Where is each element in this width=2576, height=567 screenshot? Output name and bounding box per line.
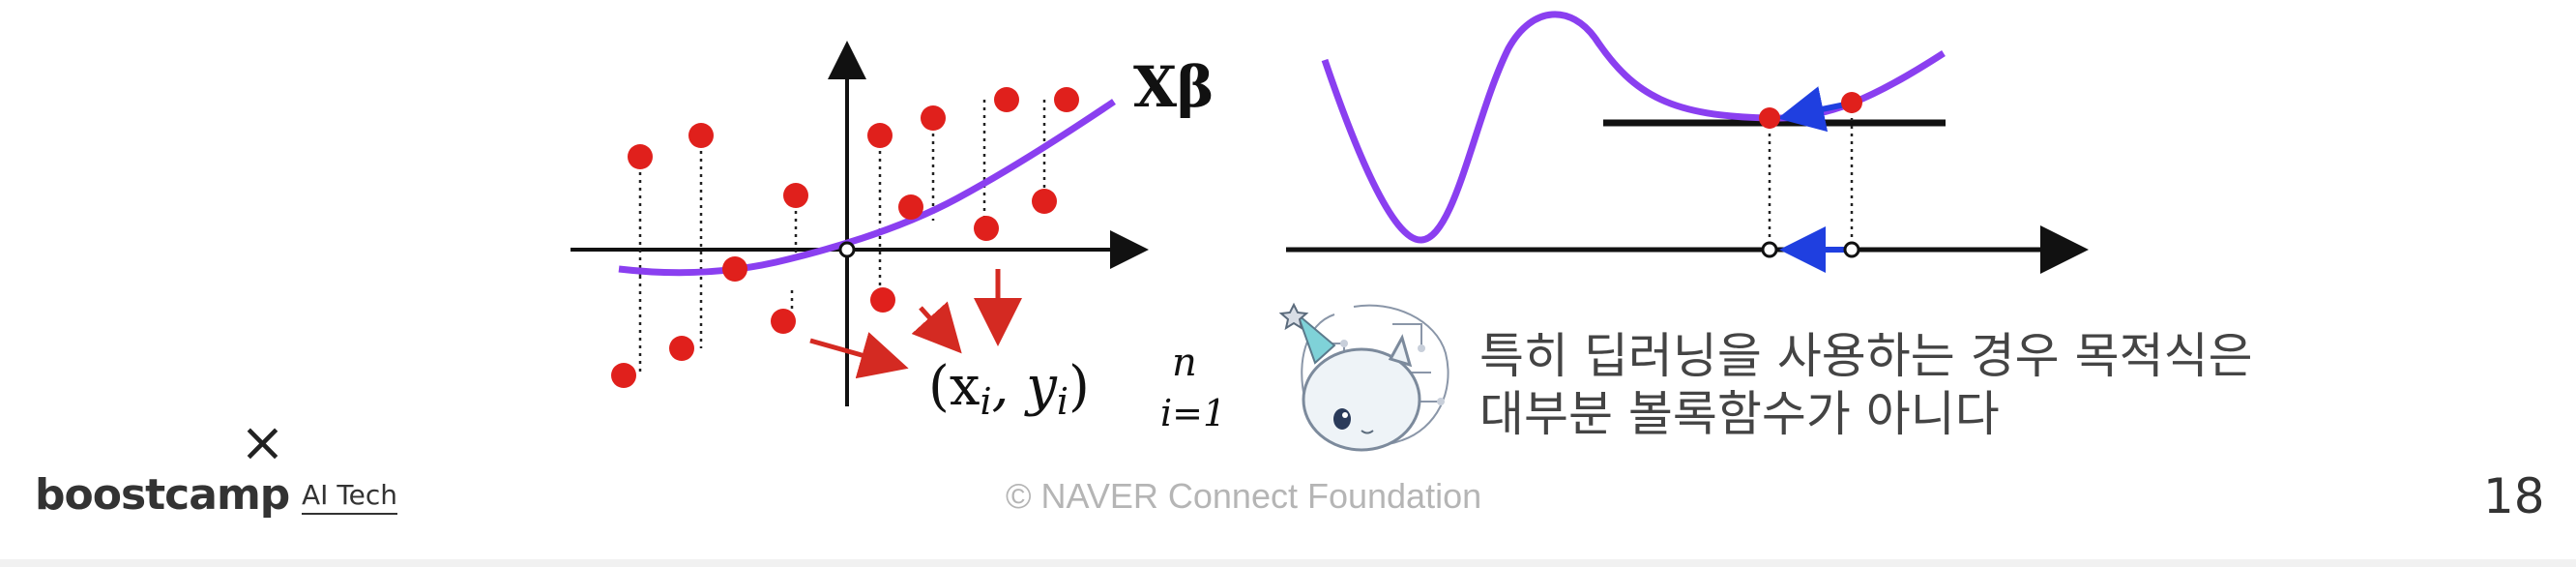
note-line-2: 대부분 볼록함수가 아니다: [1479, 386, 2000, 442]
pairs-label: (xi, yi): [928, 355, 1090, 423]
page-number: 18: [2483, 468, 2545, 524]
arrow-blue-curve: [1777, 86, 1846, 133]
note-line-1: 특히 딥러닝을 사용하는 경우 목적식은: [1479, 328, 2253, 384]
pairs-sup: n: [1172, 341, 1197, 385]
axis-point-current: [1843, 241, 1860, 258]
data-points: [611, 87, 1079, 388]
brand-sub-label: AI Tech: [302, 479, 398, 515]
projection-lines: [1768, 103, 1854, 248]
bottom-divider: [0, 559, 2576, 567]
regression-figure: Xβ (xi, yi) n i=1: [571, 41, 1218, 434]
fitted-curve: [618, 99, 1116, 277]
close-icon: ×: [240, 411, 285, 474]
point-next: [1759, 107, 1780, 129]
copyright-text: © NAVER Connect Foundation: [1006, 476, 1482, 516]
mascot-icon: [1278, 302, 1449, 452]
brand-logo: boostcamp: [35, 470, 290, 520]
xbeta-label: Xβ: [1133, 54, 1215, 120]
axis-point-next: [1761, 241, 1778, 258]
pairs-sub: i=1: [1160, 392, 1218, 434]
origin-point: [838, 241, 856, 258]
arrow-red-1: [809, 332, 909, 379]
nonconvex-figure: [1286, 11, 2089, 274]
arrow-red-2: [911, 301, 962, 354]
point-current: [1841, 92, 1862, 113]
